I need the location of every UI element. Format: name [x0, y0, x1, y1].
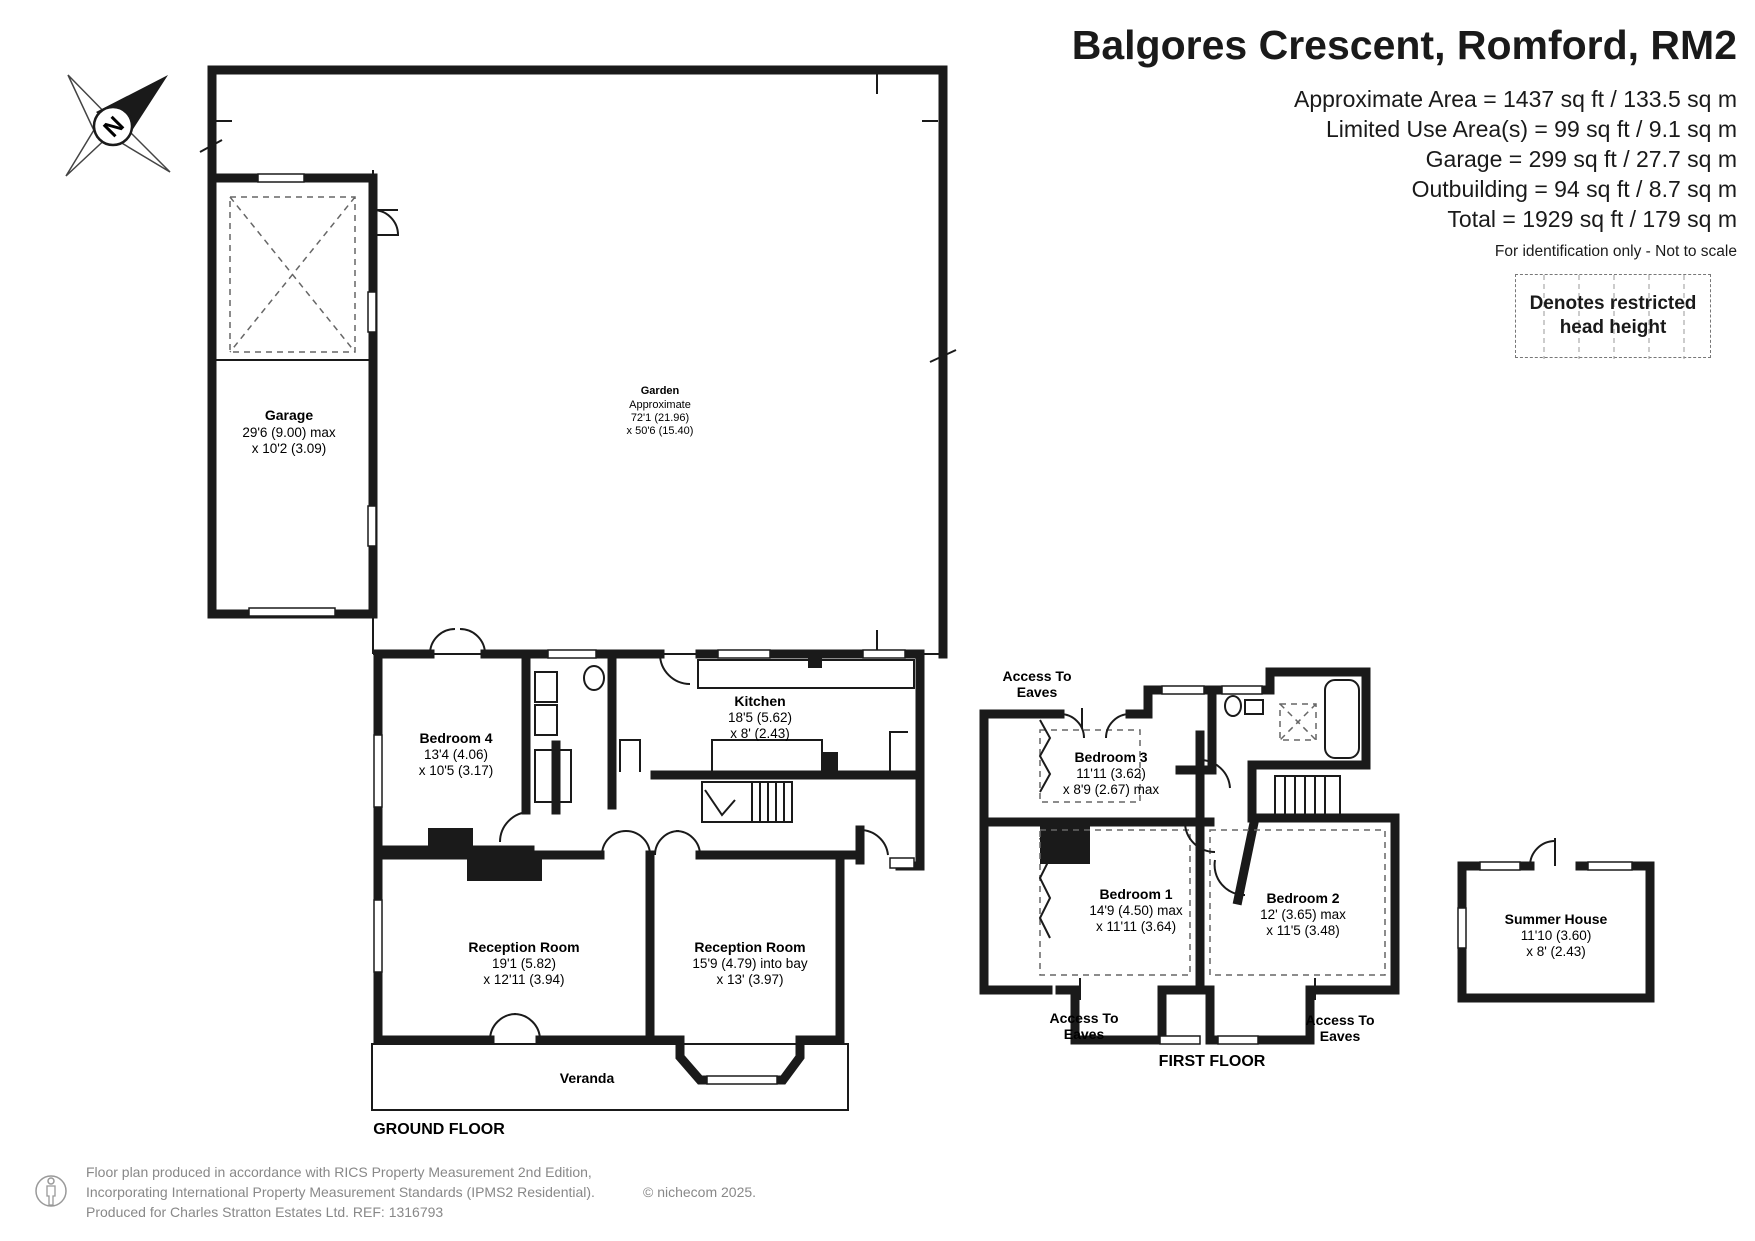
- reception1-name: Reception Room: [468, 939, 579, 955]
- footer: Floor plan produced in accordance with R…: [86, 1162, 756, 1222]
- bedroom4-name: Bedroom 4: [419, 730, 492, 746]
- area-limited-use: Limited Use Area(s) = 99 sq ft / 9.1 sq …: [1326, 116, 1737, 142]
- summer-house-line1: 11'10 (3.60): [1521, 928, 1592, 943]
- eaves-top-line1: Access To: [1003, 668, 1072, 684]
- bedroom4-line2: x 10'5 (3.17): [419, 763, 494, 778]
- footer-line3: Produced for Charles Stratton Estates Lt…: [86, 1204, 444, 1220]
- garage-line2: x 10'2 (3.09): [252, 441, 327, 456]
- summer-house-name: Summer House: [1505, 911, 1608, 927]
- footer-copyright: © nichecom 2025.: [643, 1184, 757, 1200]
- ground-floor-label: GROUND FLOOR: [373, 1121, 505, 1138]
- footer-line2: Incorporating International Property Mea…: [86, 1184, 595, 1200]
- garden-line1: Approximate: [629, 399, 691, 411]
- bedroom3-name: Bedroom 3: [1074, 749, 1147, 765]
- summer-house: [1457, 838, 1655, 1003]
- garden: [199, 65, 957, 659]
- bedroom1-line2: x 11'11 (3.64): [1096, 919, 1176, 934]
- summer-house-line2: x 8' (2.43): [1526, 944, 1586, 959]
- garden-name: Garden: [641, 385, 680, 397]
- bedroom4-line1: 13'4 (4.06): [424, 747, 488, 762]
- person-scale-icon: [35, 1175, 67, 1207]
- reception2-name: Reception Room: [694, 939, 805, 955]
- bedroom2-line2: x 11'5 (3.48): [1266, 923, 1340, 938]
- eaves-right-line2: Eaves: [1320, 1028, 1361, 1044]
- garage-line1: 29'6 (9.00) max: [242, 425, 336, 440]
- garage: [207, 173, 400, 619]
- compass: N: [65, 74, 171, 177]
- bedroom3-line1: 11'11 (3.62): [1076, 766, 1146, 781]
- first-floor-walls: [979, 667, 1400, 1045]
- kitchen-line2: x 8' (2.43): [730, 726, 790, 741]
- eaves-right-line1: Access To: [1306, 1012, 1375, 1028]
- property-title: Balgores Crescent, Romford, RM2: [1071, 22, 1737, 68]
- bedroom2-line1: 12' (3.65) max: [1260, 907, 1346, 922]
- legend-line2: head height: [1559, 317, 1667, 338]
- eaves-left-line1: Access To: [1050, 1010, 1119, 1026]
- scale-note: For identification only - Not to scale: [1494, 243, 1737, 260]
- footer-line1: Floor plan produced in accordance with R…: [86, 1164, 592, 1180]
- area-approximate: Approximate Area = 1437 sq ft / 133.5 sq…: [1293, 86, 1737, 112]
- area-total: Total = 1929 sq ft / 179 sq m: [1447, 206, 1737, 232]
- restricted-height-legend: Denotes restricted head height: [1515, 274, 1711, 359]
- bedroom3-line2: x 8'9 (2.67) max: [1063, 782, 1160, 797]
- garden-line2: 72'1 (21.96): [631, 412, 689, 424]
- veranda-name: Veranda: [560, 1070, 615, 1086]
- area-outbuilding: Outbuilding = 94 sq ft / 8.7 sq m: [1411, 176, 1737, 202]
- first-floor-label: FIRST FLOOR: [1159, 1053, 1266, 1070]
- area-garage: Garage = 299 sq ft / 27.7 sq m: [1425, 146, 1737, 172]
- eaves-left-line2: Eaves: [1064, 1026, 1105, 1042]
- reception2-line2: x 13' (3.97): [716, 972, 783, 987]
- area-summary: Approximate Area = 1437 sq ft / 133.5 sq…: [1294, 84, 1737, 234]
- eaves-top-line2: Eaves: [1017, 684, 1058, 700]
- bedroom1-line1: 14'9 (4.50) max: [1089, 903, 1183, 918]
- reception2-line1: 15'9 (4.79) into bay: [692, 956, 807, 971]
- kitchen-name: Kitchen: [734, 693, 785, 709]
- bedroom2-name: Bedroom 2: [1266, 890, 1339, 906]
- reception1-line2: x 12'11 (3.94): [483, 972, 564, 987]
- reception1-line1: 19'1 (5.82): [492, 956, 556, 971]
- kitchen-line1: 18'5 (5.62): [728, 710, 792, 725]
- garden-line3: x 50'6 (15.40): [627, 425, 694, 437]
- garage-name: Garage: [265, 407, 313, 423]
- bedroom1-name: Bedroom 1: [1099, 886, 1172, 902]
- legend-line1: Denotes restricted: [1529, 293, 1697, 314]
- ground-floor-walls: [371, 628, 925, 1111]
- ground-stairs: [701, 781, 793, 823]
